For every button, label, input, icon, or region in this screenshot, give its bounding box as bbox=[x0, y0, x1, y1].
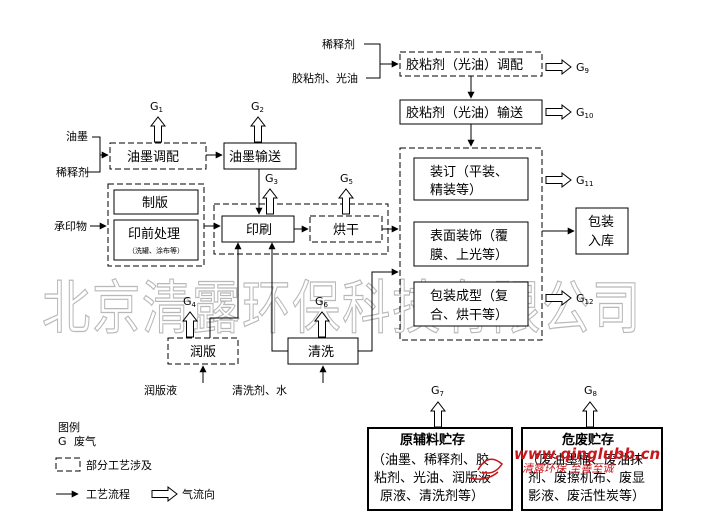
legend-airflow-desc: 气流向 bbox=[182, 487, 215, 501]
input-fountain: 润版液 bbox=[144, 383, 177, 397]
g2-arrow-icon bbox=[250, 116, 266, 143]
legend-flow-desc: 工艺流程 bbox=[86, 487, 130, 501]
watermark: 北京清露环保科技有限公司 bbox=[42, 274, 642, 342]
g8-label: G8 bbox=[584, 384, 597, 398]
g11-arrow-icon bbox=[545, 172, 572, 188]
forming-label-1: 包装成型（复 bbox=[430, 289, 508, 304]
g5-arrow-icon bbox=[338, 188, 354, 215]
cleaning-to-print-arrow bbox=[268, 242, 288, 352]
hazardous-storage-title: 危废贮存 bbox=[562, 432, 614, 448]
g7-label: G7 bbox=[431, 384, 444, 398]
legend-g-symbol: G bbox=[58, 435, 67, 448]
warehouse-label-1: 包装 bbox=[588, 215, 614, 230]
g6-label: G6 bbox=[315, 295, 329, 309]
prepress-box bbox=[113, 219, 199, 261]
cleaning-box bbox=[287, 337, 359, 365]
input-cleaner: 清洗剂、水 bbox=[232, 383, 287, 397]
ink-mix-label: 油墨调配 bbox=[127, 150, 179, 165]
legend-title: 图例 bbox=[58, 420, 80, 434]
ink-transfer-box bbox=[223, 142, 297, 170]
g4-label: G4 bbox=[183, 295, 197, 309]
raw-storage-line-3: 原液、清洗剂等） bbox=[380, 488, 484, 504]
stamp-swirl-icon bbox=[469, 458, 503, 480]
g9-arrow-icon bbox=[545, 59, 572, 75]
ink-transfer-label: 油墨输送 bbox=[229, 149, 281, 165]
hazardous-storage-line-3: 影液、废活性炭等） bbox=[528, 488, 645, 504]
ink-input-bracket bbox=[86, 136, 108, 173]
cleaning-to-postpress-arrow bbox=[358, 268, 399, 352]
input-ink: 油墨 bbox=[66, 129, 88, 143]
postpress-group bbox=[399, 147, 543, 341]
g9-label: G9 bbox=[576, 61, 589, 75]
raw-storage-title: 原辅料贮存 bbox=[400, 432, 465, 448]
raw-storage-line-2: 粘剂、光油、润版液 bbox=[374, 471, 491, 486]
input-diluent: 稀释剂 bbox=[56, 165, 89, 179]
dampening-label: 润版 bbox=[190, 345, 216, 360]
input-adhesive-gloss: 胶粘剂、光油 bbox=[292, 71, 358, 85]
surface-label-1: 表面装饰（覆 bbox=[430, 229, 508, 244]
drying-box bbox=[309, 215, 383, 243]
raw-storage-line-1: （油墨、稀释剂、胶 bbox=[372, 452, 489, 468]
binding-label-1: 装订（平装、 bbox=[430, 165, 508, 180]
g3-arrow-icon bbox=[262, 188, 278, 215]
dampening-box bbox=[167, 337, 239, 365]
g1-arrow-icon bbox=[150, 116, 166, 143]
input-diluent-top: 稀释剂 bbox=[322, 37, 355, 51]
warehouse-label-2: 入库 bbox=[588, 233, 614, 249]
g5-label: G5 bbox=[340, 172, 353, 186]
legend-airflow-arrow-icon bbox=[151, 486, 178, 502]
g7-arrow-icon bbox=[430, 401, 446, 428]
adhesive-transfer-box bbox=[399, 99, 543, 125]
prepress-label: 印前处理 bbox=[128, 226, 180, 242]
forming-box bbox=[413, 281, 529, 327]
adhesive-transfer-label: 胶粘剂（光油）输送 bbox=[406, 105, 523, 121]
hazardous-storage-box bbox=[521, 427, 663, 511]
legend-dashed-desc: 部分工艺涉及 bbox=[86, 458, 152, 472]
g10-label: G10 bbox=[576, 106, 593, 120]
company-stamp: www.qinglubb.cn 清露环保 至善至诚 bbox=[469, 445, 660, 480]
plate-making-label: 制版 bbox=[142, 196, 168, 211]
cleaning-label: 清洗 bbox=[308, 345, 334, 360]
adhesive-input-bracket bbox=[364, 43, 398, 79]
hazardous-storage-line-2: 剂、废擦机布、废显 bbox=[528, 470, 645, 486]
warehouse-box bbox=[575, 207, 629, 255]
surface-label-2: 膜、上光等） bbox=[430, 247, 508, 263]
g2-label: G2 bbox=[251, 100, 264, 114]
binding-label-2: 精装等） bbox=[430, 182, 482, 198]
legend-g-desc: 废气 bbox=[74, 434, 96, 448]
g12-label: G12 bbox=[576, 292, 593, 306]
g10-arrow-icon bbox=[545, 104, 572, 120]
binding-box bbox=[413, 157, 529, 201]
g8-arrow-icon bbox=[582, 401, 598, 428]
prepress-note: （洗罐、涂布等） bbox=[128, 246, 184, 255]
stamp-url: www.qinglubb.cn bbox=[514, 445, 660, 463]
forming-label-2: 合、烘干等） bbox=[430, 307, 508, 323]
g1-label: G1 bbox=[150, 100, 163, 114]
ink-mix-box bbox=[109, 142, 207, 170]
stamp-caption: 清露环保 至善至诚 bbox=[522, 462, 615, 475]
legend-dashed-sample bbox=[55, 457, 81, 472]
adhesive-mix-box bbox=[399, 51, 543, 77]
plate-making-box bbox=[113, 189, 199, 215]
hazardous-storage-line-1: （废油墨桶、废油抹 bbox=[526, 452, 643, 468]
surface-deco-box bbox=[413, 221, 529, 267]
raw-storage-box bbox=[367, 427, 513, 511]
g11-label: G11 bbox=[576, 174, 593, 188]
input-substrate: 承印物 bbox=[54, 219, 87, 233]
printing-label: 印刷 bbox=[246, 223, 272, 238]
prepress-group bbox=[107, 183, 205, 267]
drying-label: 烘干 bbox=[333, 223, 359, 238]
g3-label: G3 bbox=[265, 172, 278, 186]
dampening-to-print-arrow bbox=[209, 242, 242, 338]
adhesive-mix-label: 胶粘剂（光油）调配 bbox=[406, 57, 523, 73]
